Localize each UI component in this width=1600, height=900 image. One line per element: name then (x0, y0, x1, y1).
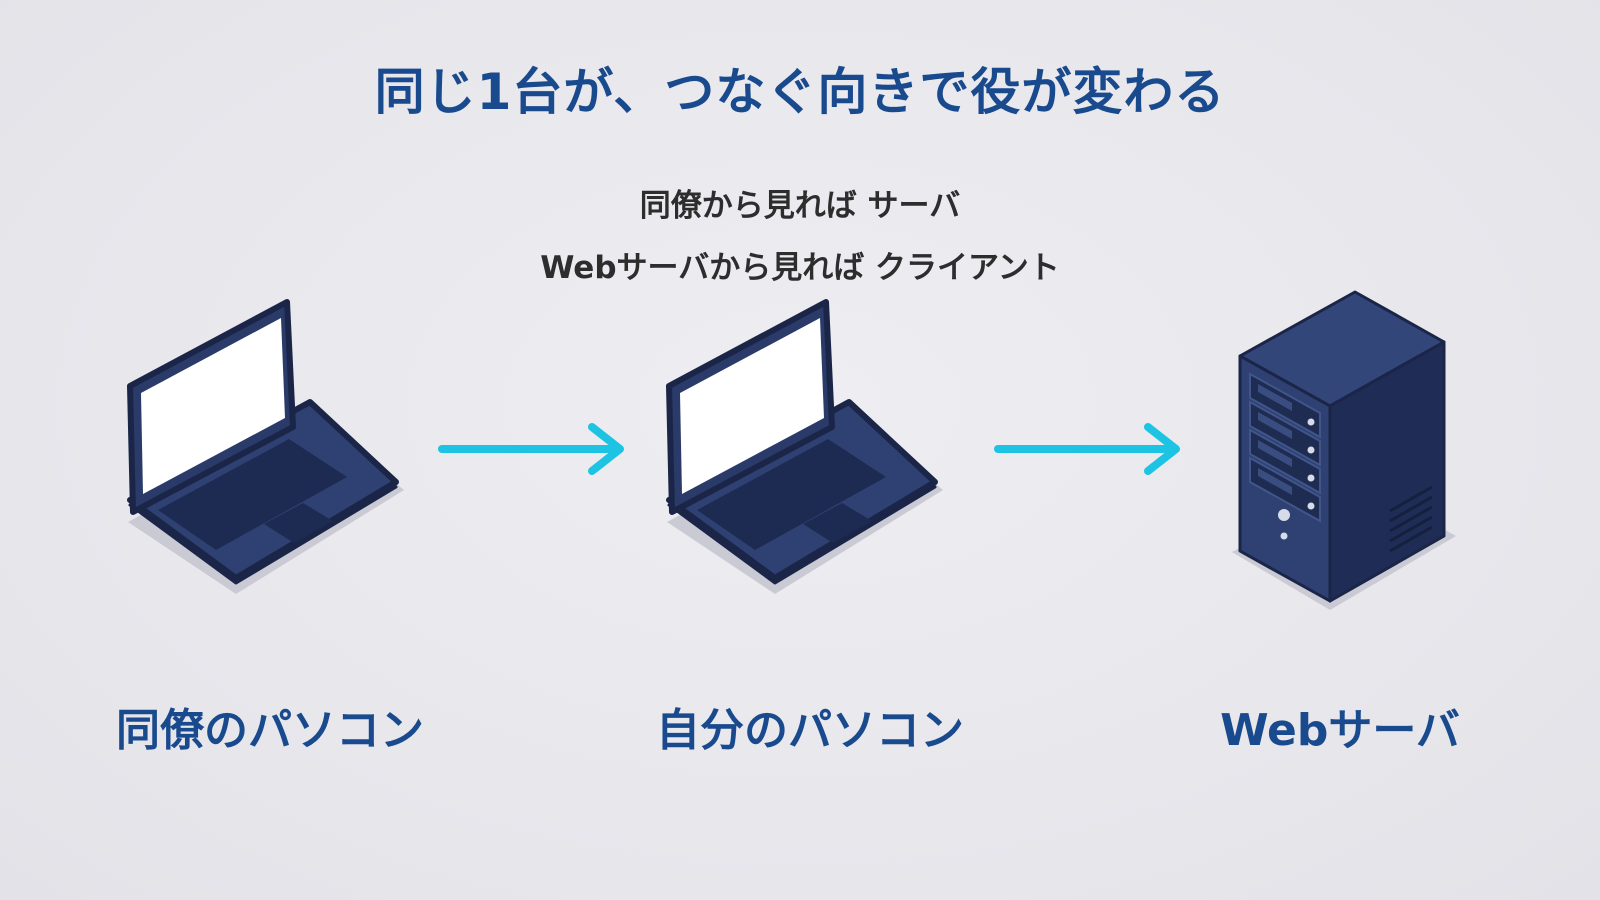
laptop-icon (127, 299, 404, 594)
node-label-my-pc: 自分のパソコン (656, 705, 964, 756)
diagram-title: 同じ1台が、つなぐ向きで役が変わる (374, 63, 1226, 121)
laptop-icon (666, 299, 943, 594)
perspective-client-text: Webサーバから見れば クライアント (540, 250, 1060, 286)
perspective-server-text: 同僚から見れば サーバ (639, 188, 961, 224)
node-label-colleague-pc: 同僚のパソコン (116, 705, 424, 756)
arrow-mine-to-webserver (994, 423, 1180, 475)
vent-slots (1389, 485, 1433, 553)
power-button-icon (1278, 509, 1290, 521)
arrow-colleague-to-mine (438, 423, 624, 475)
server-tower-icon (1232, 290, 1456, 610)
node-label-web-server: Webサーバ (1220, 705, 1460, 756)
drive-bays (1249, 372, 1321, 523)
